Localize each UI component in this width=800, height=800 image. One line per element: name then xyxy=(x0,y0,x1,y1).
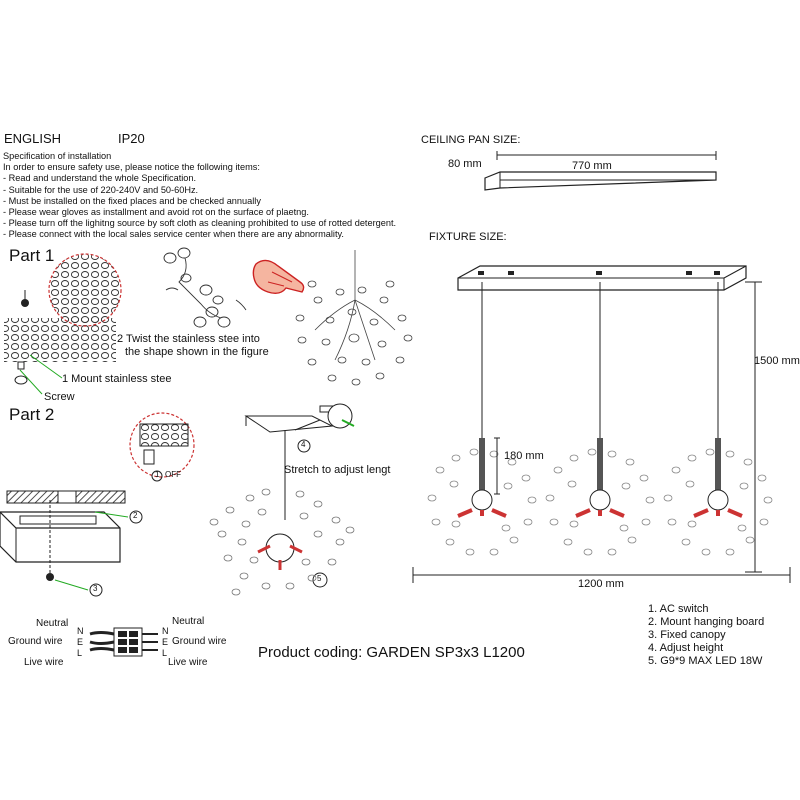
fixture-drawing xyxy=(412,265,791,583)
part2-title: Part 2 xyxy=(9,405,55,424)
callout-4: 4 xyxy=(301,440,306,449)
language-label: ENGLISH xyxy=(4,131,62,146)
callout-3: 3 xyxy=(93,584,98,593)
wire-live-right: Live wire xyxy=(168,657,208,668)
wire-letter-e-right: E xyxy=(162,637,169,647)
part2-fixture-drawing xyxy=(209,403,355,596)
wire-letter-n-left: N xyxy=(77,626,84,636)
legend-item: 4. Adjust height xyxy=(648,642,724,654)
part1-step2-label-cont: the shape shown in the figure xyxy=(125,346,269,358)
wire-neutral-left: Neutral xyxy=(36,618,69,629)
wire-ground-right: Ground wire xyxy=(172,636,227,647)
fixture-width: 1200 mm xyxy=(578,578,624,590)
ceiling-mount-drawing xyxy=(0,490,143,597)
spec-line: - Must be installed on the fixed places … xyxy=(3,195,261,206)
part1-step2-label: 2 Twist the stainless stee into xyxy=(117,333,260,345)
spec-block: Specification of installation In order t… xyxy=(3,151,396,241)
wire-letter-e-left: E xyxy=(77,637,84,647)
legend-item: 2. Mount hanging board xyxy=(648,616,765,628)
spec-line: - Please wear gloves as installment and … xyxy=(3,207,309,218)
wire-letter-l-right: L xyxy=(162,648,168,658)
wire-ground-left: Ground wire xyxy=(8,636,63,647)
screw-label: Screw xyxy=(44,391,75,403)
fixture-height: 1500 mm xyxy=(754,355,800,367)
part1-title: Part 1 xyxy=(9,246,55,265)
ceiling-pan-height: 80 mm xyxy=(448,158,482,170)
legend-item: 1. AC switch xyxy=(648,603,709,615)
stretch-label: Stretch to adjust lengt xyxy=(284,464,391,476)
part1-mesh-drawing xyxy=(4,253,122,395)
ceiling-pan-length: 770 mm xyxy=(572,160,612,172)
wire-neutral-right: Neutral xyxy=(172,616,205,627)
spec-line: In order to ensure safety use, please no… xyxy=(3,162,260,173)
part1-step1-label: 1 Mount stainless stee xyxy=(62,373,172,385)
callout-5: 5 xyxy=(317,574,322,583)
wire-letter-n-right: N xyxy=(162,626,169,636)
cluster-sketch xyxy=(295,250,413,386)
spec-line: - Read and understand the whole Specific… xyxy=(3,173,197,184)
switch-box-drawing xyxy=(129,412,195,482)
wiring-diagram xyxy=(89,627,158,657)
wire-live-left: Live wire xyxy=(24,657,64,668)
ceiling-pan-title: CEILING PAN SIZE: xyxy=(421,134,521,146)
part1-twist-drawing xyxy=(163,247,247,328)
wire-letter-l-left: L xyxy=(77,648,83,658)
callout-1: 1 xyxy=(155,470,160,479)
legend-item: 3. Fixed canopy xyxy=(648,629,726,641)
ceiling-pan-drawing xyxy=(484,151,717,191)
fixture-drop: 180 mm xyxy=(504,450,544,462)
ip-rating: IP20 xyxy=(118,131,145,146)
off-label: OFF xyxy=(165,470,181,479)
fixture-title: FIXTURE SIZE: xyxy=(429,231,507,243)
spec-line: - Please turn off the lighitng source by… xyxy=(3,218,397,229)
callout-2: 2 xyxy=(133,511,138,520)
legend-item: 5. G9*9 MAX LED 18W xyxy=(648,655,763,667)
hand-icon xyxy=(252,259,305,295)
spec-title: Specification of installation xyxy=(3,151,112,161)
product-code: Product coding: GARDEN SP3x3 L1200 xyxy=(258,644,525,661)
spec-line: - Please connect with the local sales se… xyxy=(3,229,344,240)
spec-line: - Suitable for the use of 220-240V and 5… xyxy=(3,184,199,195)
